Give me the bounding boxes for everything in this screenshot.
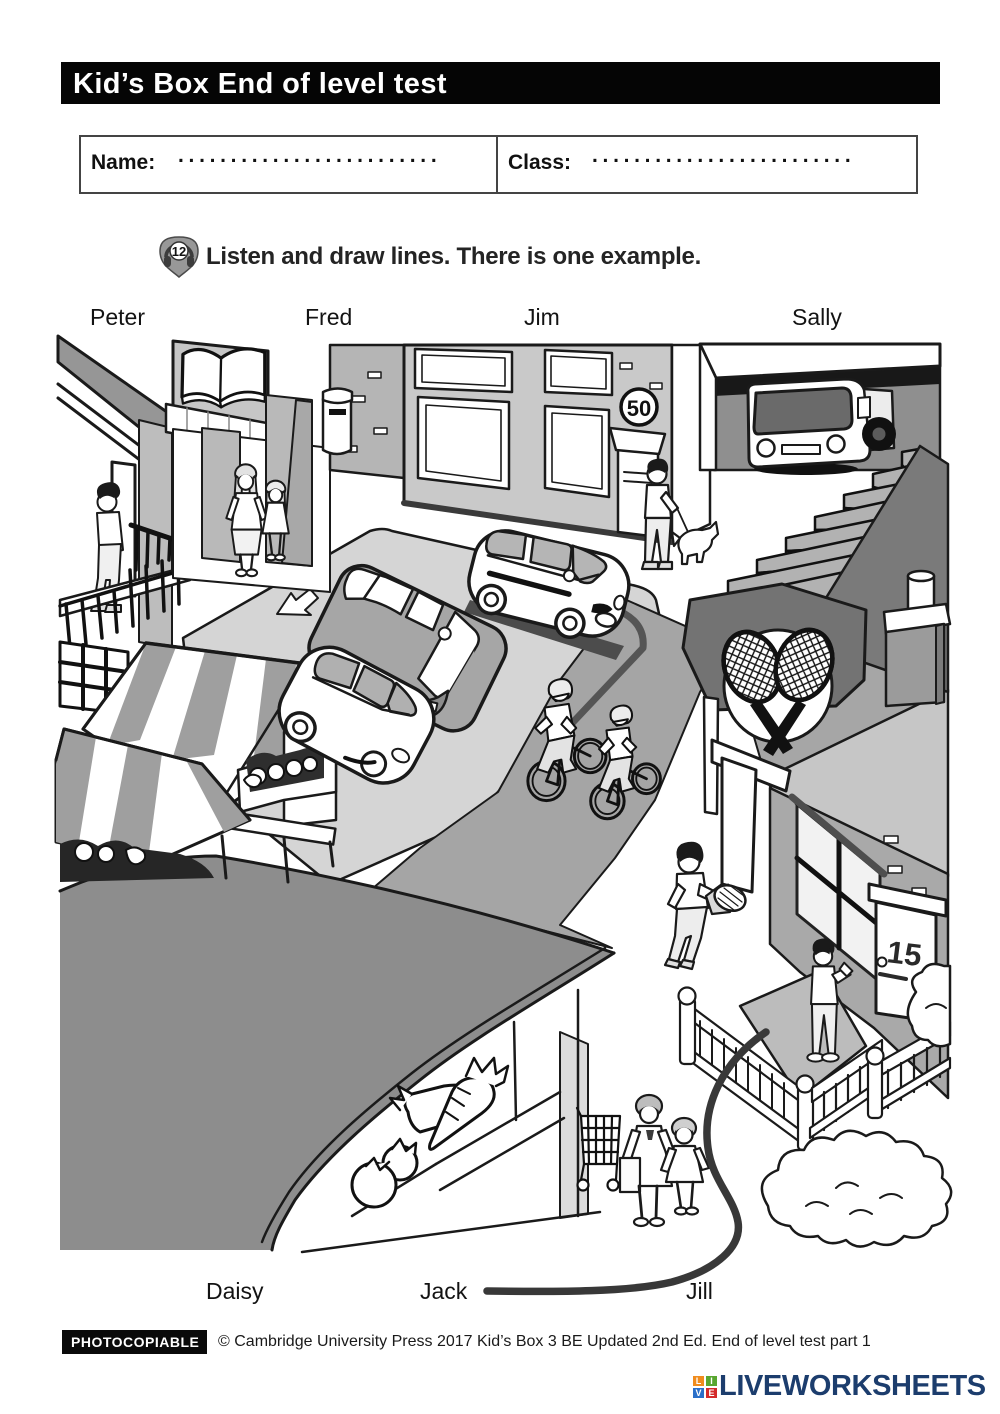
svg-text:15: 15 [885, 934, 923, 973]
svg-text:12: 12 [172, 244, 186, 259]
svg-text:50: 50 [627, 396, 651, 421]
